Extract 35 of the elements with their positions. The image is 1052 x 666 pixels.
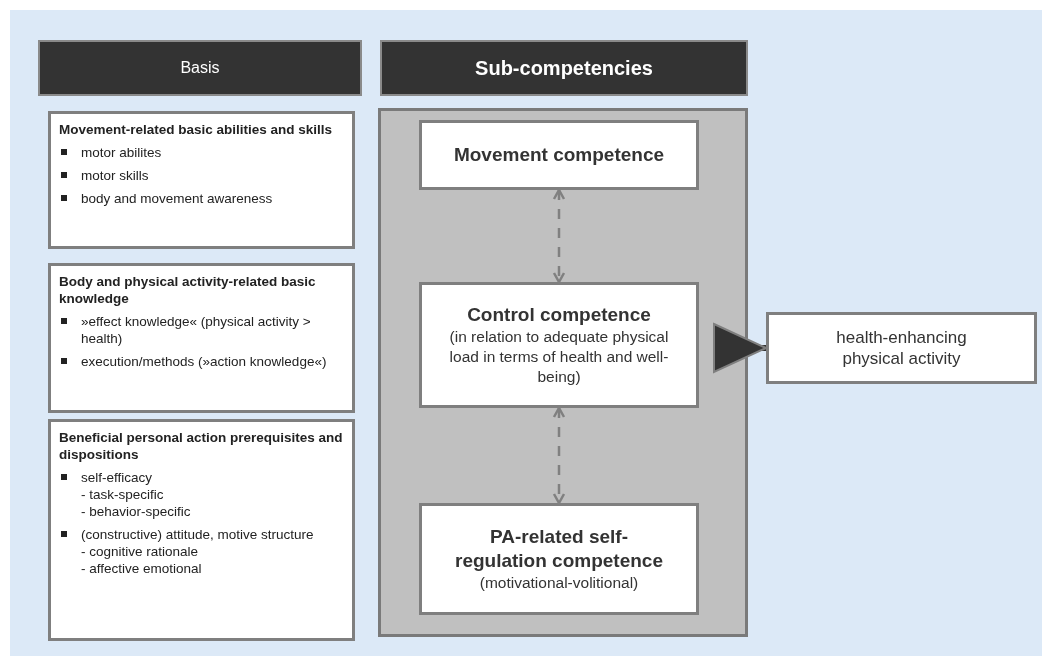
heading: Body and physical activity-related basic knowledge	[59, 274, 316, 306]
outcome-box	[766, 312, 1037, 384]
box-title: Movement competence	[453, 143, 665, 167]
bullet-item: body and movement awareness	[81, 191, 273, 206]
dashed-double-arrow	[552, 188, 566, 284]
header-bar	[380, 40, 748, 96]
heading: Beneficial personal action prerequisites and dispositions	[59, 430, 343, 462]
bullet-item: »effect knowledge« (physical activity > health)	[81, 314, 311, 346]
box-subtitle: (in relation to adequate physical load in terms of health and well-being)	[448, 327, 670, 387]
competence-box	[419, 503, 699, 615]
bullet-item: execution/methods (»action knowledge«)	[81, 354, 327, 369]
bullet-item: motor skills	[81, 168, 149, 183]
box-text: health-enhancing physical activity	[835, 327, 968, 369]
sub-item: - cognitive rationale	[81, 544, 199, 559]
category-box	[48, 419, 355, 641]
sub-item: - affective emotional	[81, 561, 202, 576]
box-title: PA-related self-regulation competence	[454, 525, 664, 573]
box-title: Control competence	[467, 303, 651, 327]
header-bar	[38, 40, 362, 96]
competence-box	[419, 120, 699, 190]
header-text: Sub-competencies	[475, 56, 653, 80]
sub-item: - behavior-specific	[81, 504, 191, 519]
triangle-arrow	[713, 323, 767, 373]
bullet-item: motor abilites	[81, 145, 162, 160]
bullet-item: (constructive) attitude, motive structure	[81, 527, 314, 542]
bullet-item: self-efficacy	[81, 470, 153, 485]
heading: Movement-related basic abilities and skills	[59, 122, 333, 137]
competence-box	[419, 282, 699, 408]
sub-item: - task-specific	[81, 487, 164, 502]
grouping-panel	[378, 108, 748, 637]
category-box	[48, 111, 355, 249]
header-text: Basis	[180, 59, 220, 77]
category-box	[48, 263, 355, 413]
box-subtitle: (motivational-volitional)	[479, 573, 639, 593]
dashed-double-arrow	[552, 406, 566, 505]
